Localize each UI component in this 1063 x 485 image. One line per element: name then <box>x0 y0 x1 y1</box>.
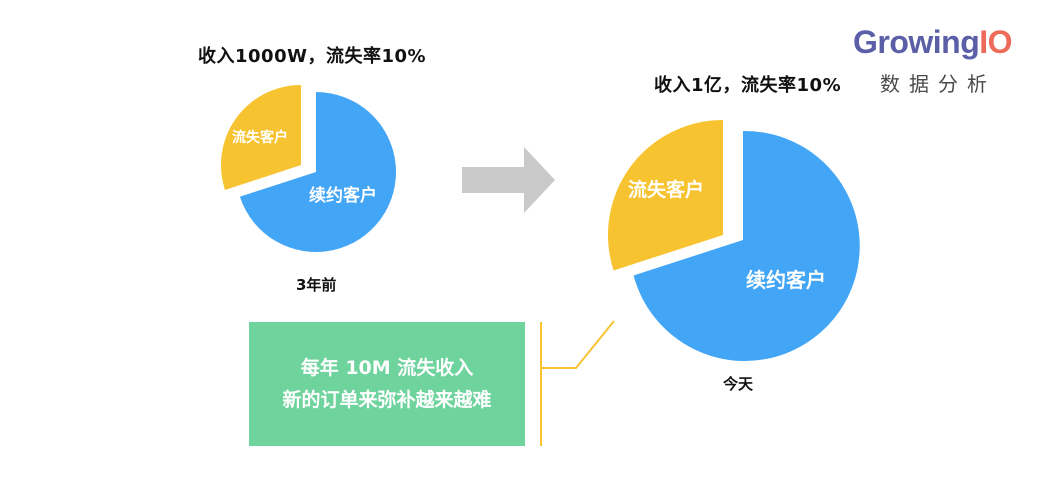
logo-growing-text: Growing <box>853 24 980 60</box>
left-pie-renewed-slice <box>239 92 396 252</box>
callout-box: 每年 10M 流失收入 新的订单来弥补越来越难 <box>249 322 525 446</box>
right-pie-caption: 今天 <box>723 375 754 393</box>
left-pie-lost-label: 流失客户 <box>232 129 288 146</box>
transition-arrow <box>462 147 555 213</box>
logo-subtitle: 数据分析 <box>880 72 996 96</box>
callout-connector <box>541 320 615 369</box>
growingio-logo: GrowingIO <box>853 24 1013 60</box>
callout-line2: 新的订单来弥补越来越难 <box>282 389 492 411</box>
callout-line1: 每年 10M 流失收入 <box>300 357 474 379</box>
right-pie-chart: 流失客户 续约客户 <box>607 120 860 361</box>
left-pie-lost-slice <box>220 85 301 190</box>
left-pie-chart: 流失客户 续约客户 <box>220 85 396 252</box>
right-pie-title: 收入1亿，流失率10% <box>654 75 842 96</box>
right-pie-renewed-slice <box>633 130 860 361</box>
left-pie-caption: 3年前 <box>296 276 337 294</box>
left-pie-title: 收入1000W，流失率10% <box>198 46 427 67</box>
right-pie-renewed-label: 续约客户 <box>746 268 826 292</box>
left-pie-renewed-label: 续约客户 <box>309 185 377 206</box>
right-pie-lost-slice <box>607 120 723 271</box>
right-pie-lost-label: 流失客户 <box>628 178 704 201</box>
logo-io-text: IO <box>979 24 1013 60</box>
